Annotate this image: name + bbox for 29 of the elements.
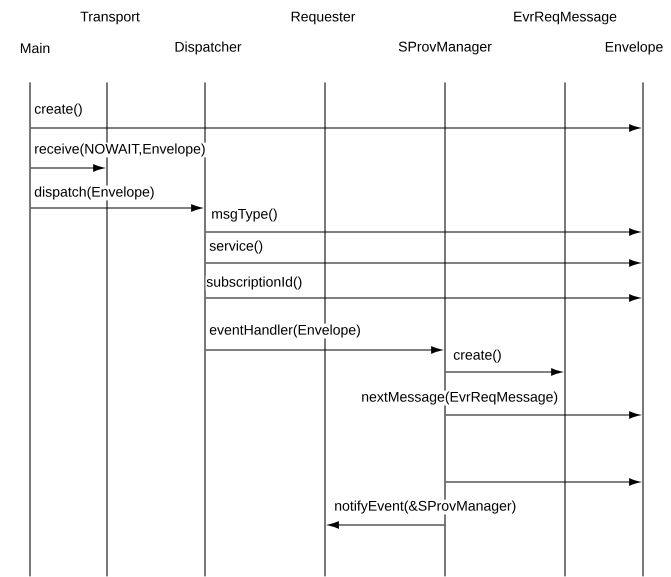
edge-label: nextMessage(EvrReqMessage) — [360, 390, 560, 406]
edge-label: create() — [452, 348, 503, 364]
arrow — [30, 124, 640, 132]
arrow — [30, 164, 104, 172]
edge-label: msgType() — [210, 208, 279, 222]
arrow — [446, 478, 640, 486]
edge-label: notifyEvent(&SProvManager) — [333, 500, 518, 514]
arrow — [206, 346, 442, 354]
arrow — [30, 204, 202, 212]
arrow — [328, 521, 444, 529]
arrow — [206, 228, 640, 236]
lifeline-label: Transport — [80, 12, 140, 24]
lifeline-label: SProvManager — [398, 42, 492, 54]
lifeline — [29, 82, 31, 576]
edge-label: dispatch(Envelope) — [33, 186, 156, 200]
arrow — [446, 368, 562, 376]
arrow — [446, 411, 640, 419]
lifeline-label: Dispatcher — [176, 41, 242, 55]
edge-label: receive(NOWAIT,Envelope) — [33, 142, 206, 158]
edge-label: subscriptionId() — [205, 276, 304, 290]
lifeline-label: EvrReqMessage — [514, 12, 616, 24]
lifeline-label: Envelope — [606, 41, 663, 55]
lifeline-label: Main — [20, 42, 50, 54]
edge-label: create() — [33, 102, 84, 118]
arrow — [206, 294, 640, 302]
edge-label: service() — [208, 240, 264, 254]
lifeline-label: Requester — [292, 12, 356, 24]
edge-label: eventHandler(Envelope) — [208, 324, 362, 338]
arrow — [206, 259, 640, 267]
